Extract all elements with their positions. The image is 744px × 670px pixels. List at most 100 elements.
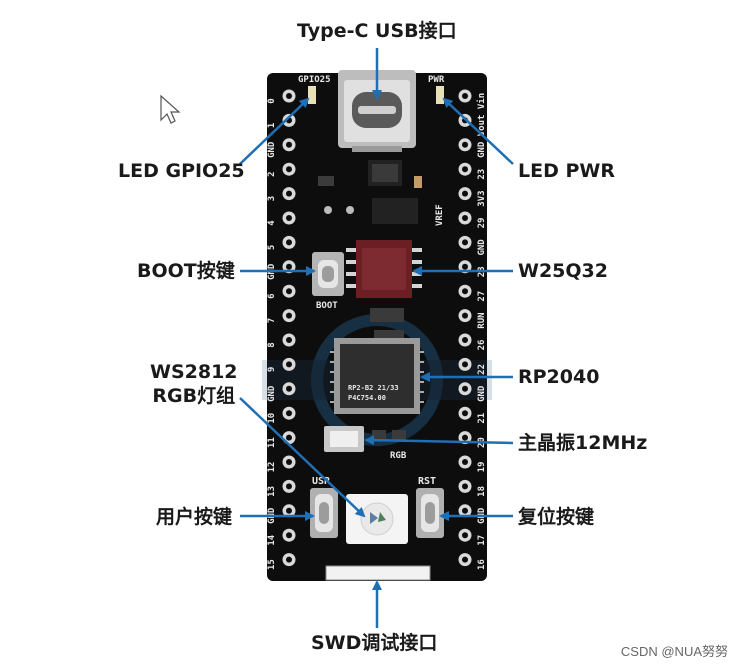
label-rp2040: RP2040 <box>518 366 599 388</box>
silk-left-pin-label: 5 <box>267 245 277 250</box>
silk-right-pin-label: 22 <box>477 364 487 375</box>
label-ws2812-line1: WS2812 <box>150 360 238 384</box>
pad-hole <box>286 191 292 197</box>
pad-hole <box>462 459 468 465</box>
silk-right-pin-label: 16 <box>477 559 487 570</box>
pad-hole <box>462 361 468 367</box>
chip-marking-line1: RP2-B2 21/33 <box>348 384 399 392</box>
rp2040-chip <box>330 338 424 414</box>
led-gpio25 <box>308 86 316 104</box>
pad-hole <box>462 142 468 148</box>
label-ws2812-line2: RGB灯组 <box>150 384 238 408</box>
silk-right-pin-label: 18 <box>477 486 487 497</box>
silk-rst: RST <box>418 476 436 487</box>
silk-left-pin-label: 6 <box>267 293 277 298</box>
pad-hole <box>462 93 468 99</box>
reset-button[interactable] <box>416 488 444 538</box>
silk-left-pin-label: 3 <box>267 196 277 201</box>
silk-right-pin-label: 26 <box>477 340 487 351</box>
regulator <box>368 160 402 186</box>
pad-hole <box>462 435 468 441</box>
silk-right-pin-label: 17 <box>477 535 487 546</box>
silk-right-pin-label: 19 <box>477 462 487 473</box>
ws2812-rgb-led <box>346 494 408 544</box>
label-reset-key: 复位按键 <box>518 506 594 528</box>
label-led-gpio25: LED GPIO25 <box>118 160 245 182</box>
pad-hole <box>462 337 468 343</box>
flash-chip-w25q32 <box>346 240 422 298</box>
pad-hole <box>286 215 292 221</box>
pad-hole <box>462 166 468 172</box>
pad-hole <box>286 483 292 489</box>
pad-hole <box>286 459 292 465</box>
pad-hole <box>286 264 292 270</box>
silk-right-pin-label: RUN <box>477 312 487 328</box>
pad-hole <box>462 191 468 197</box>
pad-hole <box>286 337 292 343</box>
silk-left-pin-label: 4 <box>267 220 277 226</box>
silk-pwr: PWR <box>428 75 445 85</box>
chip-marking-line2: P4C754.00 <box>348 394 386 402</box>
pad-hole <box>462 386 468 392</box>
silk-right-pin-label: 29 <box>477 218 487 229</box>
label-swd: SWD调试接口 <box>311 632 437 654</box>
pad-hole <box>462 264 468 270</box>
pad-hole <box>462 239 468 245</box>
silk-gpio25: GPIO25 <box>298 75 331 85</box>
pad-hole <box>286 288 292 294</box>
silk-left-pin-label: 14 <box>267 534 277 545</box>
silk-right-pin-label: 21 <box>477 413 487 424</box>
silk-left-pin-label: 8 <box>267 342 277 347</box>
silk-boot: BOOT <box>316 301 338 311</box>
pad-hole <box>286 410 292 416</box>
silk-right-pin-label: GND <box>477 239 487 256</box>
label-crystal: 主晶振12MHz <box>518 432 647 454</box>
silk-left-pin-label: GND <box>267 385 277 402</box>
pad-hole <box>286 166 292 172</box>
pad-hole <box>462 483 468 489</box>
silk-vref: VREF <box>435 204 445 226</box>
swd-connector <box>326 566 430 580</box>
silk-left-pin-label: 15 <box>267 559 277 570</box>
crystal-12mhz <box>324 426 364 452</box>
boot-button[interactable] <box>312 252 344 296</box>
label-ws2812: WS2812 RGB灯组 <box>150 360 238 408</box>
silk-left-pin-label: 9 <box>267 367 277 372</box>
pad-hole <box>286 508 292 514</box>
silk-right-pin-label: 23 <box>477 169 487 180</box>
pad-hole <box>286 93 292 99</box>
user-button[interactable] <box>310 488 338 538</box>
label-usb: Type-C USB接口 <box>297 20 457 42</box>
pad-hole <box>286 435 292 441</box>
pad-hole <box>286 142 292 148</box>
pad-hole <box>286 239 292 245</box>
silk-left-pin-label: 13 <box>267 486 277 497</box>
pad-hole <box>462 288 468 294</box>
silk-left-pin-label: 2 <box>267 171 277 176</box>
pad-hole <box>462 410 468 416</box>
pad-hole <box>286 532 292 538</box>
pad-hole <box>286 386 292 392</box>
led-pwr <box>436 86 444 104</box>
silk-right-pin-label: 3V3 <box>477 190 487 206</box>
pad-hole <box>462 532 468 538</box>
silk-left-pin-label: GND <box>267 141 277 158</box>
silk-right-pin-label: GND <box>477 385 487 402</box>
label-w25q32: W25Q32 <box>518 260 608 282</box>
pad-hole <box>462 313 468 319</box>
pad-hole <box>462 215 468 221</box>
silk-left-pin-label: 0 <box>267 98 277 103</box>
pad-hole <box>462 557 468 563</box>
label-user-key: 用户按键 <box>156 506 232 528</box>
watermark: CSDN @NUA努努 <box>621 641 728 660</box>
label-boot: BOOT按键 <box>137 260 235 282</box>
silk-right-pin-label: GND <box>477 141 487 158</box>
mouse-cursor-icon <box>161 96 179 123</box>
pad-hole <box>462 508 468 514</box>
label-led-pwr: LED PWR <box>518 160 615 182</box>
silk-right-pin-label: Vin <box>476 93 487 109</box>
silk-left-pin-label: 10 <box>267 413 277 424</box>
pad-hole <box>286 313 292 319</box>
silk-rgb: RGB <box>390 451 407 461</box>
